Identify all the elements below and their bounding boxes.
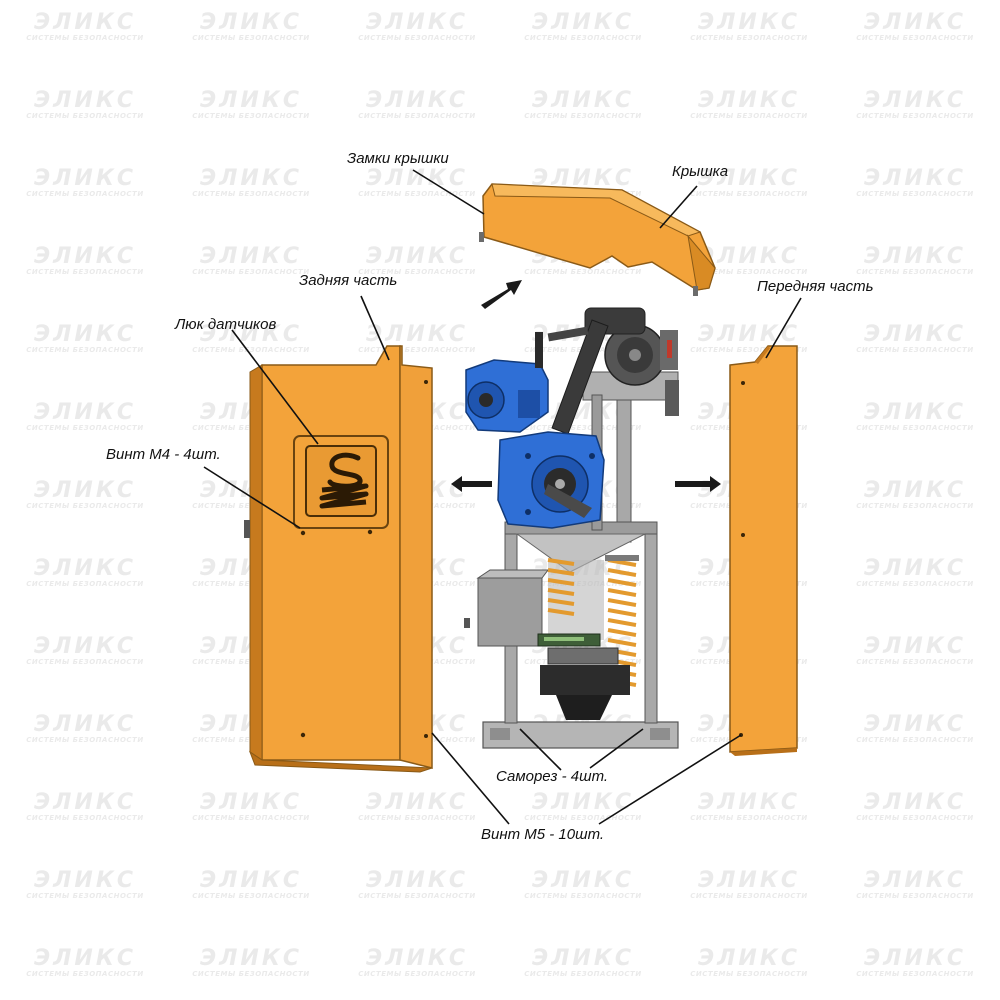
front-panel bbox=[729, 345, 798, 756]
label-screw-m4: Винт М4 - 4шт. bbox=[106, 446, 221, 463]
gear-reducer-lower bbox=[497, 431, 605, 529]
label-cover: Крышка bbox=[672, 163, 729, 180]
drive-mechanism bbox=[464, 307, 679, 749]
rear-panel bbox=[244, 345, 433, 773]
arrow-up-right-icon bbox=[481, 280, 522, 309]
label-screw-m5: Винт М5 - 10шт. bbox=[481, 826, 605, 843]
label-rear-part: Задняя часть bbox=[299, 272, 398, 289]
leader-lines bbox=[203, 169, 802, 825]
pulley-assembly bbox=[584, 307, 679, 416]
arrow-left-icon bbox=[451, 476, 492, 492]
label-front-part: Передняя часть bbox=[757, 278, 874, 295]
label-sensor-hatch: Люк датчиков bbox=[175, 316, 277, 333]
cover-part bbox=[479, 183, 716, 296]
spring-assembly bbox=[547, 555, 639, 687]
gear-reducer-upper bbox=[465, 332, 549, 433]
label-cover-locks: Замки крышки bbox=[347, 150, 449, 167]
label-self-tapping-screw: Саморез - 4шт. bbox=[496, 768, 609, 785]
spring-logo-icon bbox=[319, 452, 369, 509]
sensor-hatch bbox=[293, 435, 389, 529]
direction-arrows bbox=[451, 280, 721, 492]
arrow-right-icon bbox=[675, 476, 721, 492]
